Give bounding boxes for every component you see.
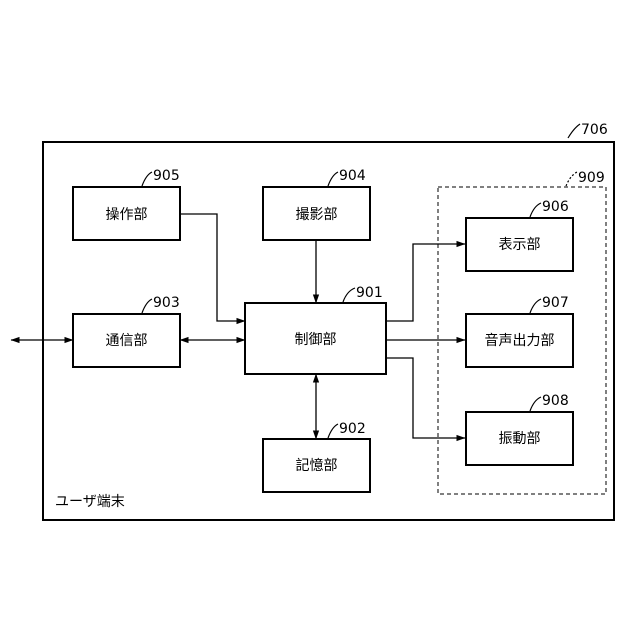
control-vibration-arrow	[386, 358, 465, 438]
camera-block: 撮影部 904	[263, 168, 370, 240]
operation-label: 操作部	[106, 207, 148, 223]
ref-leader-905	[142, 172, 152, 186]
display-label: 表示部	[499, 237, 541, 253]
vibration-block: 振動部 908	[466, 393, 573, 465]
comm-block: 通信部 903	[73, 295, 180, 367]
user-terminal-label: ユーザ端末	[55, 494, 125, 510]
ref-908: 908	[542, 393, 569, 409]
vibration-label: 振動部	[499, 431, 541, 447]
ref-907: 907	[542, 295, 569, 311]
ref-leader-903	[142, 299, 152, 313]
comm-label: 通信部	[106, 333, 148, 349]
ref-902: 902	[339, 421, 366, 437]
control-label: 制御部	[295, 332, 337, 348]
audio-label: 音声出力部	[485, 332, 555, 349]
ref-leader-906	[530, 203, 541, 217]
ref-leader-904	[328, 172, 338, 186]
display-block: 表示部 906	[466, 199, 573, 271]
ref-905: 905	[153, 168, 180, 184]
ref-leader-901	[343, 288, 355, 302]
camera-label: 撮影部	[296, 206, 338, 223]
ref-leader-706	[568, 124, 580, 138]
control-display-arrow	[386, 244, 465, 321]
ref-leader-907	[530, 299, 541, 313]
operation-block: 操作部 905	[73, 168, 180, 240]
ref-903: 903	[153, 295, 180, 311]
ref-909: 909	[578, 170, 605, 186]
ref-706: 706	[581, 122, 608, 138]
ref-leader-909	[566, 172, 577, 186]
ref-901: 901	[356, 285, 383, 301]
storage-label: 記憶部	[296, 457, 338, 474]
ref-leader-902	[328, 424, 338, 438]
ref-leader-908	[530, 397, 541, 411]
ref-906: 906	[542, 199, 569, 215]
ref-904: 904	[339, 168, 366, 184]
audio-block: 音声出力部 907	[466, 295, 573, 367]
operation-control-arrow	[180, 214, 245, 321]
